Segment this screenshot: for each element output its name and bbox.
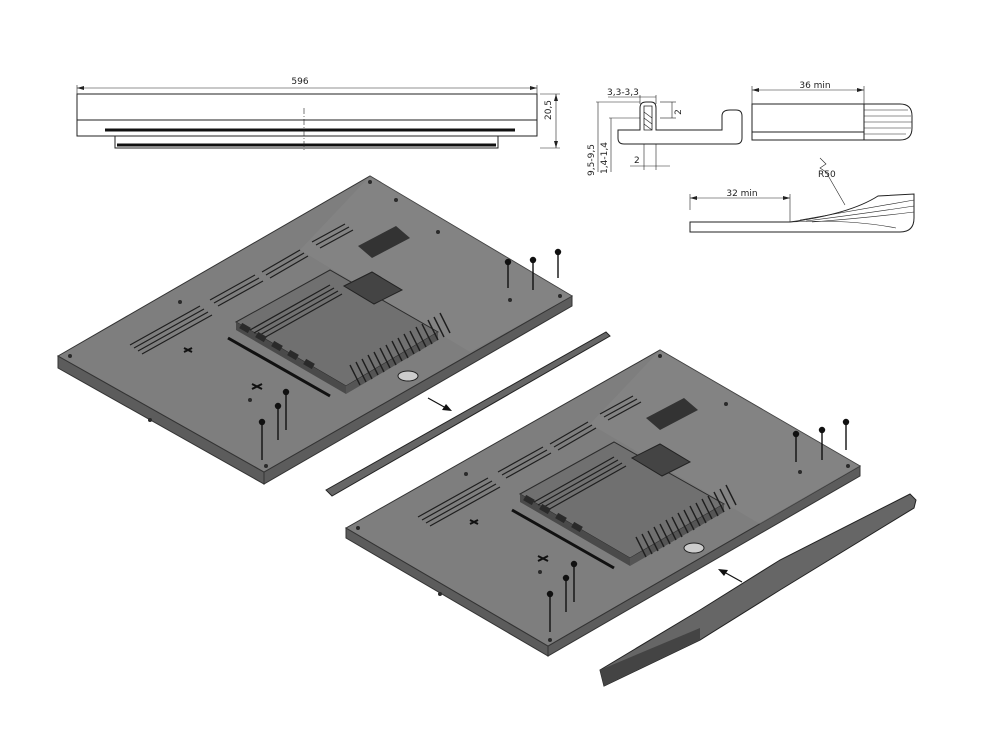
dim-width-total: 596 (291, 77, 308, 87)
screw-icons-lower (546, 418, 850, 632)
vent-patch-top-lower (646, 398, 698, 430)
vent-slots-left (129, 223, 354, 355)
mount-holes-upper (68, 180, 562, 468)
connector-ports-upper (227, 322, 331, 398)
dim-height-total: 20,5 (544, 100, 554, 120)
dim-radius: R50 (818, 170, 836, 180)
arrow-icon-upper (427, 397, 452, 411)
dim-groove-bottom: 2 (634, 156, 640, 166)
vent-slots-lower-left (417, 395, 642, 527)
label-plate-lower (630, 443, 692, 477)
min-length-detail-curved: R50 32 min (689, 157, 915, 233)
arrow-icon-lower (718, 569, 743, 583)
dim-depth-outer: 9,5-9,5 (587, 144, 597, 176)
tv-back-panel-upper (56, 175, 573, 485)
dim-min-length-1: 36 min (799, 81, 830, 91)
front-elevation-view: 596 20,5 (76, 77, 560, 152)
edge-rail-strip (325, 331, 611, 497)
profile-section-view: 3,3-3,3 2 9,5-9,5 1,4-1,4 2 (587, 88, 743, 176)
dim-groove-width: 3,3-3,3 (607, 88, 639, 98)
min-length-detail-straight: 36 min (751, 81, 913, 141)
vent-slots-right (349, 312, 451, 386)
mount-holes-lower (356, 354, 850, 642)
connector-ports-lower (511, 494, 615, 570)
dim-depth-inner: 1,4-1,4 (600, 142, 610, 174)
screw-icons-upper (258, 248, 562, 460)
vent-slots-lower-right (635, 484, 737, 558)
dim-groove-top: 2 (674, 109, 684, 115)
vent-patch-top (358, 226, 410, 258)
dim-min-length-2: 32 min (726, 189, 757, 199)
label-plate (342, 271, 404, 305)
tv-back-panel-lower (344, 349, 861, 657)
